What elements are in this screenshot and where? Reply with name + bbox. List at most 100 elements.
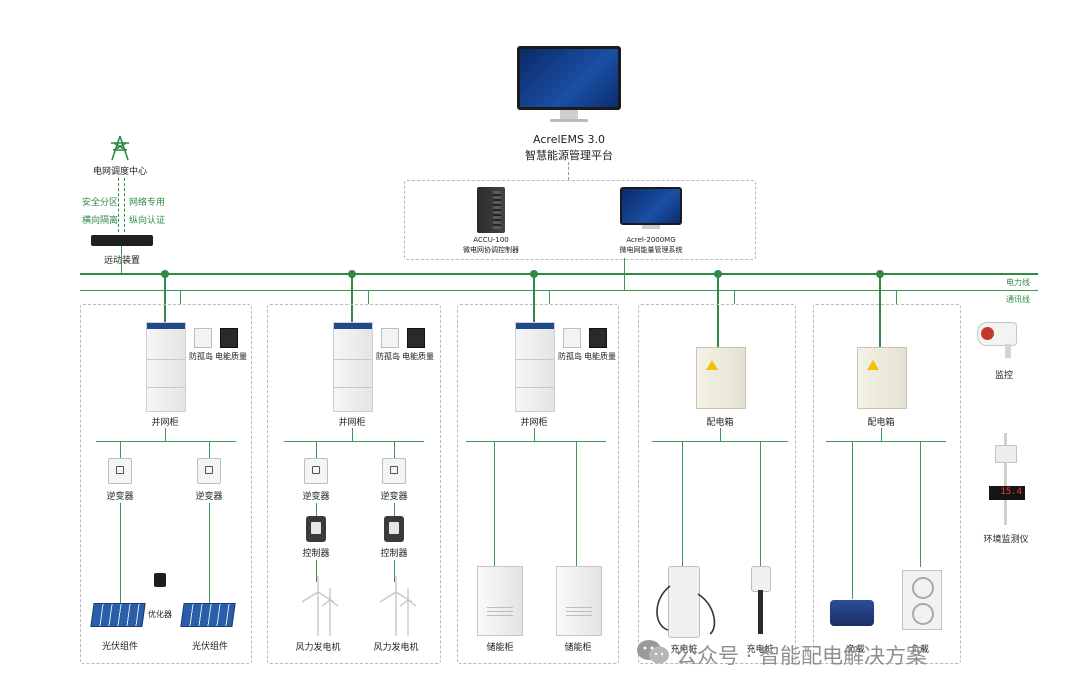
cabinet-label: 并网柜: [151, 418, 179, 428]
branch-drop: [852, 441, 853, 599]
camera-icon: [977, 322, 1017, 346]
inverter: [304, 458, 328, 484]
meter-label: 电能质量: [215, 352, 247, 361]
bus-drop: [717, 274, 719, 348]
inverter-to-controller: [316, 503, 317, 517]
monitor-icon: [620, 187, 682, 225]
server-icon: [477, 187, 505, 233]
inverter: [108, 458, 132, 484]
sys-model: Acrel-2000MG: [626, 236, 676, 244]
grid-dashed-link-right: [124, 178, 125, 232]
accu-model: ACCU-100: [473, 236, 509, 244]
grid-cabinet: [515, 322, 555, 412]
power-quality-meter: [407, 328, 425, 348]
charger-label: 充电桩: [746, 645, 774, 655]
watermark-text: 公众号 · 智能配电解决方案: [676, 644, 928, 668]
inverter-to-pv: [120, 503, 121, 603]
branch-drop: [576, 441, 577, 567]
anti-island-meter: [381, 328, 399, 348]
meter-label: 电能质量: [584, 352, 616, 361]
storage-cabinet: [477, 566, 523, 636]
cabinet-down: [352, 428, 353, 442]
tower-icon: [111, 135, 129, 161]
branch-drop: [209, 441, 210, 459]
env-display: 15.4: [989, 486, 1025, 500]
iso-right-label: 纵向认证: [129, 216, 166, 226]
pv-label: 光伏组件: [191, 642, 229, 652]
branch-drop: [494, 441, 495, 567]
branch-bar: [826, 441, 946, 442]
branch-bar: [466, 441, 606, 442]
meter-label: 防孤岛: [558, 352, 582, 361]
monitor-stand: [560, 110, 578, 120]
distribution-label: 配电箱: [867, 418, 895, 428]
security-left-label: 安全分区: [82, 198, 119, 208]
inverter-to-controller: [394, 503, 395, 517]
load-label: 负载: [910, 645, 930, 655]
bus-drop: [879, 274, 881, 348]
charger-label: 充电桩: [670, 645, 698, 655]
anti-island-meter: [563, 328, 581, 348]
meter-label: 电能质量: [402, 352, 434, 361]
power-line-label: 电力线: [1006, 278, 1030, 287]
turbine-label: 风力发电机: [295, 643, 341, 653]
comm-line-label: 通讯线: [1006, 295, 1030, 304]
bus-drop: [533, 274, 535, 322]
inverter-to-pv: [209, 503, 210, 603]
cabinet-label: 并网柜: [338, 418, 366, 428]
rtu-label: 远动装置: [103, 256, 141, 266]
camera-mount: [1005, 344, 1011, 358]
inverter-label: 逆变器: [302, 492, 330, 502]
comm-drop: [180, 290, 181, 304]
platform-link-dashed: [568, 162, 569, 180]
env-label: 环境监测仪: [983, 535, 1029, 545]
controller-to-turbine: [394, 560, 395, 582]
branch-drop: [120, 441, 121, 459]
comm-line: [80, 290, 1038, 291]
cabinet-down: [881, 428, 882, 442]
controller-label: 控制器: [380, 549, 408, 559]
monitor-base: [550, 119, 588, 122]
iso-left-label: 横向隔离: [82, 216, 119, 226]
grid-center-label: 电网调度中心: [92, 167, 148, 177]
warning-icon: [867, 360, 879, 370]
wind-controller: [306, 516, 326, 542]
controllers-to-bus: [624, 258, 625, 291]
controller-group-box: [404, 180, 756, 260]
branch-bar: [284, 441, 424, 442]
bus-drop: [164, 274, 166, 322]
wind-turbine: [379, 576, 417, 636]
grid-cabinet: [146, 322, 186, 412]
group-pv-box: [80, 304, 252, 664]
wind-controller: [384, 516, 404, 542]
distribution-box: [857, 347, 907, 409]
wechat-icon: [637, 640, 669, 664]
comm-drop: [734, 290, 735, 304]
rtu-to-bus: [121, 246, 122, 274]
cabinet-down: [720, 428, 721, 442]
branch-drop: [920, 441, 921, 567]
power-line: [80, 273, 1038, 275]
rtu-device: [91, 235, 153, 246]
ac-charger: [751, 566, 771, 592]
warning-icon: [706, 360, 718, 370]
branch-drop: [760, 441, 761, 567]
branch-bar: [652, 441, 788, 442]
turbine-label: 风力发电机: [373, 643, 419, 653]
optimizer: [154, 573, 166, 587]
branch-drop: [316, 441, 317, 459]
cabinet-down: [165, 428, 166, 442]
anti-island-meter: [194, 328, 212, 348]
grid-cabinet: [333, 322, 373, 412]
comm-drop: [549, 290, 550, 304]
branch-bar: [96, 441, 236, 442]
distribution-label: 配电箱: [706, 418, 734, 428]
distribution-box: [696, 347, 746, 409]
group-load-box: [813, 304, 961, 664]
platform-name: AcrelEMS 3.0: [533, 133, 605, 146]
branch-drop: [682, 441, 683, 567]
inverter-label: 逆变器: [106, 492, 134, 502]
cabinet-down: [534, 428, 535, 442]
pv-label: 光伏组件: [101, 642, 139, 652]
pv-panel: [180, 603, 236, 627]
